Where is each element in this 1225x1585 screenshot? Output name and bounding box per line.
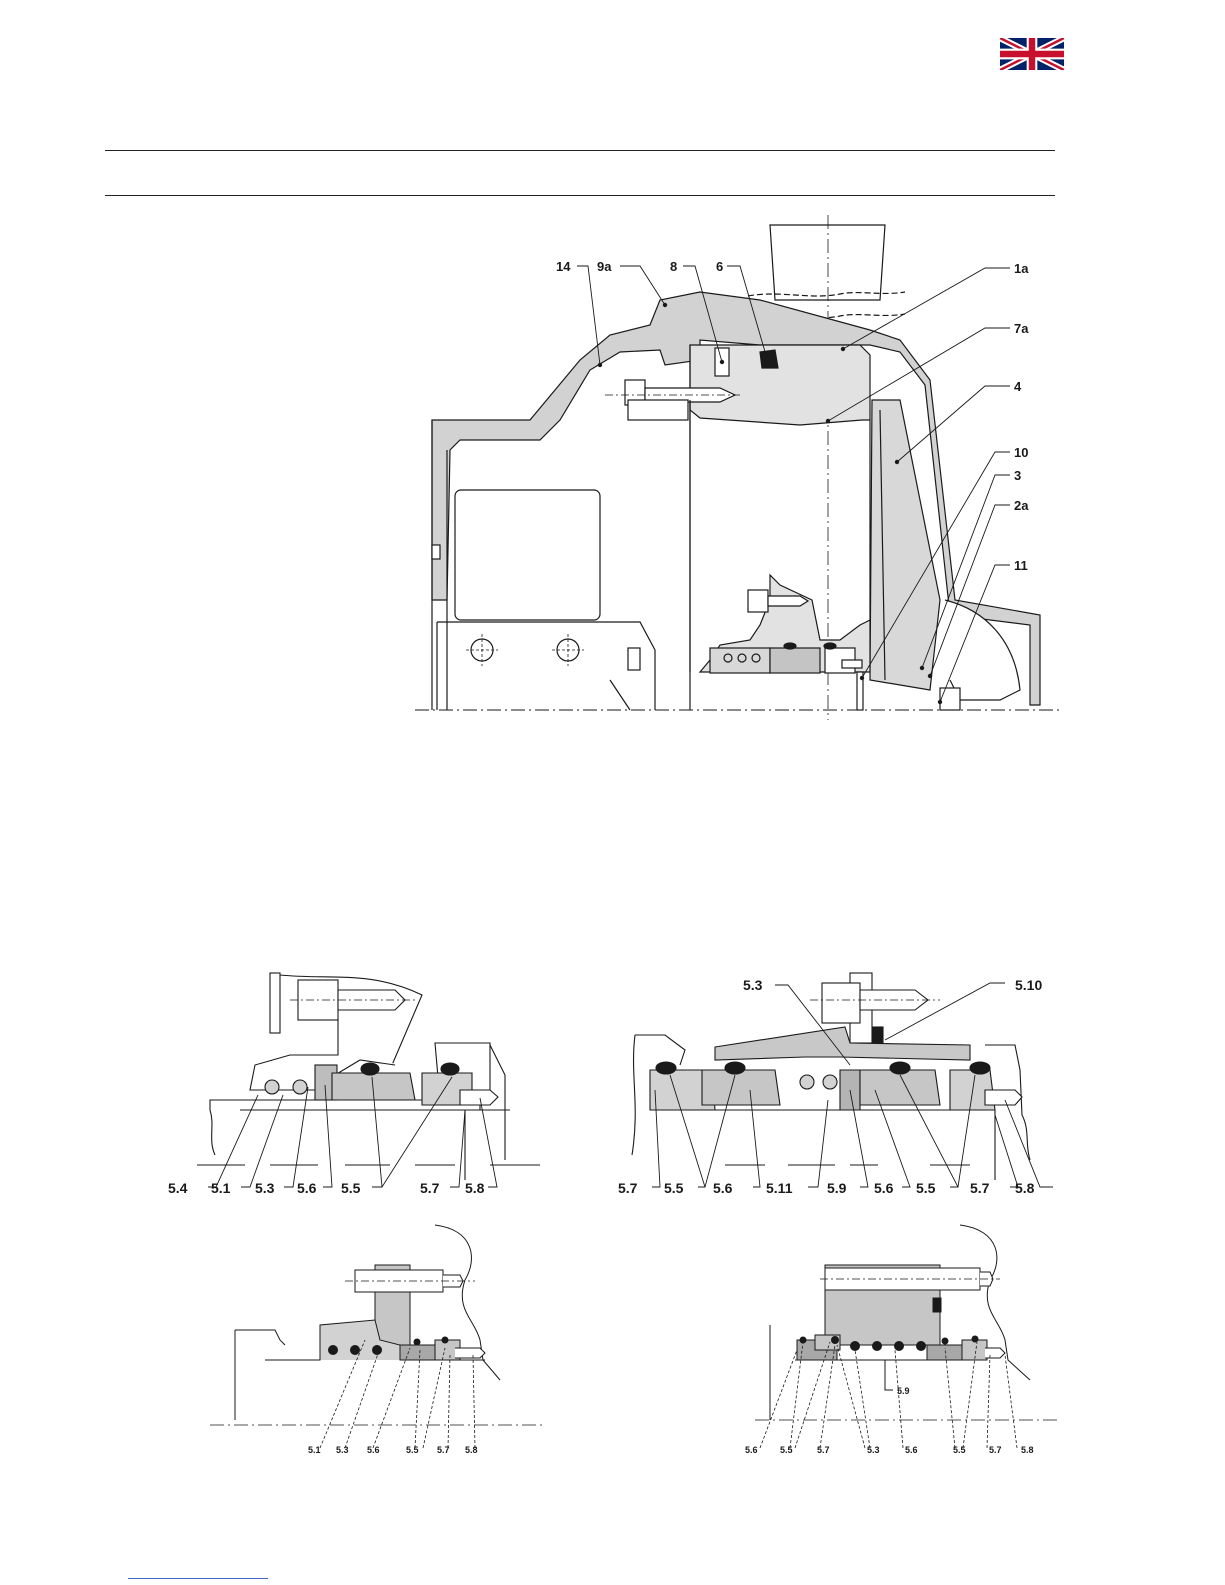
label-8: 8	[670, 259, 677, 274]
label-3: 3	[1014, 468, 1021, 483]
seal-d-label-7: 5.8	[1021, 1445, 1034, 1455]
label-9a: 9a	[597, 259, 612, 274]
seal-d-label-2: 5.7	[817, 1445, 830, 1455]
seal-b-label-8: 5.8	[1015, 1180, 1035, 1196]
seal-c-label-3: 5.5	[406, 1445, 419, 1455]
seal-d-label-0: 5.6	[745, 1445, 758, 1455]
seal-a-label-2: 5.3	[255, 1180, 275, 1196]
seal-detail-a: 5.4 5.1 5.3 5.6 5.5 5.7 5.8	[160, 965, 560, 1205]
seal-detail-d: 5.9 5.6 5.5 5.7 5.3 5.6 5.5 5.7 5.8	[735, 1220, 1065, 1465]
seal-c-label-0: 5.1	[308, 1445, 321, 1455]
seal-b-label-0: 5.7	[618, 1180, 638, 1196]
seal-b-label-4: 5.9	[827, 1180, 847, 1196]
seal-c-label-5: 5.8	[465, 1445, 478, 1455]
seal-d-inner-label: 5.9	[897, 1386, 910, 1396]
seal-b-label-3: 5.11	[766, 1180, 793, 1196]
label-10: 10	[1014, 445, 1028, 460]
seal-c-label-4: 5.7	[437, 1445, 450, 1455]
seal-detail-b: 5.3 5.10 5.7 5.5 5.6 5.11 5.9 5.6 5.5 5.…	[610, 965, 1065, 1205]
seal-detail-c: 5.1 5.3 5.6 5.5 5.7 5.8	[205, 1220, 550, 1465]
seal-d-label-4: 5.6	[905, 1445, 918, 1455]
seal-a-label-4: 5.5	[341, 1180, 361, 1196]
seal-b-label-1: 5.5	[664, 1180, 684, 1196]
label-2a: 2a	[1014, 498, 1029, 513]
seal-d-label-1: 5.5	[780, 1445, 793, 1455]
seal-b-label-7: 5.7	[970, 1180, 990, 1196]
label-6: 6	[716, 259, 723, 274]
label-11: 11	[1014, 558, 1028, 573]
label-7a: 7a	[1014, 321, 1029, 336]
seal-b-label-2: 5.6	[713, 1180, 733, 1196]
footnote-rule	[128, 1578, 268, 1579]
label-14: 14	[556, 259, 571, 274]
label-1a: 1a	[1014, 261, 1029, 276]
seal-b-label-top-0: 5.3	[743, 977, 763, 993]
seal-c-label-2: 5.6	[367, 1445, 380, 1455]
seal-a-label-6: 5.8	[465, 1180, 485, 1196]
seal-b-label-top-1: 5.10	[1015, 977, 1042, 993]
pump-section-drawing: 14 9a 8 6 1a 7a 4 10 3 2a 11	[0, 0, 1225, 720]
seal-c-label-1: 5.3	[336, 1445, 349, 1455]
seal-d-label-6: 5.7	[989, 1445, 1002, 1455]
seal-b-label-6: 5.5	[916, 1180, 936, 1196]
seal-d-label-3: 5.3	[867, 1445, 880, 1455]
seal-b-label-5: 5.6	[874, 1180, 894, 1196]
seal-a-label-3: 5.6	[297, 1180, 317, 1196]
seal-a-label-0: 5.4	[168, 1180, 188, 1196]
seal-a-label-1: 5.1	[211, 1180, 231, 1196]
seal-a-label-5: 5.7	[420, 1180, 440, 1196]
label-4: 4	[1014, 379, 1022, 394]
seal-d-label-5: 5.5	[953, 1445, 966, 1455]
